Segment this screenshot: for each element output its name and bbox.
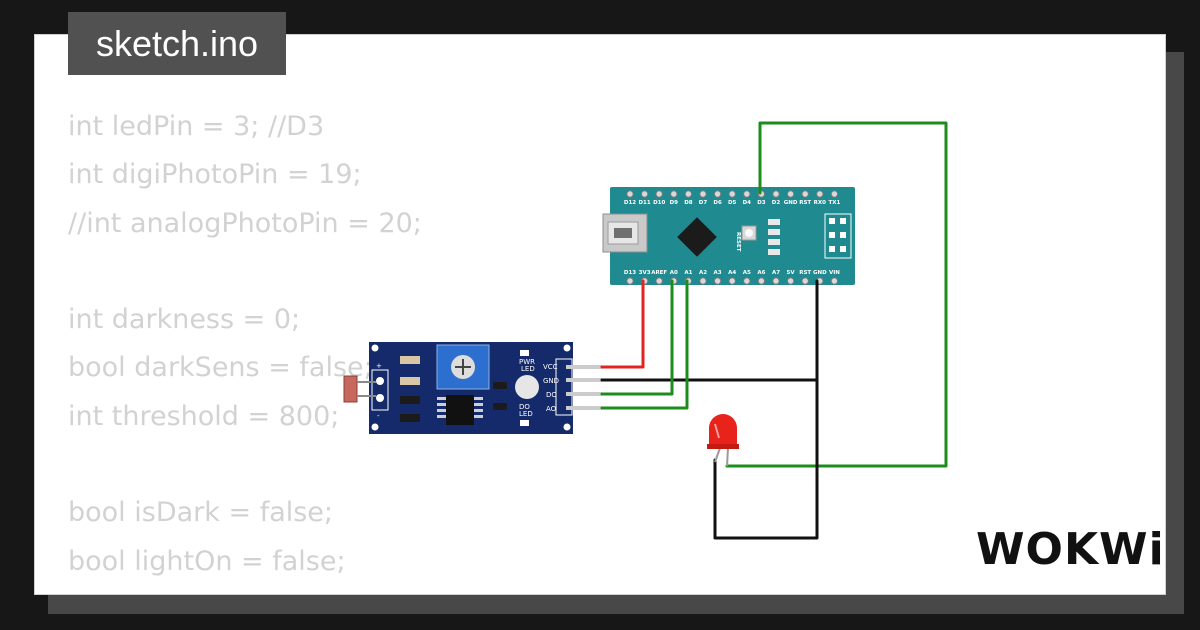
pwr-led-label: PWR <box>519 358 535 366</box>
preview-card <box>34 34 1166 595</box>
pin-label: D9 <box>670 200 679 206</box>
code-line: int darkness = 0; <box>68 304 301 336</box>
pin-hole[interactable] <box>626 190 634 198</box>
pin-label: RST <box>799 270 811 276</box>
red-led[interactable] <box>707 414 739 467</box>
code-snippet: int ledPin = 3; //D3 int digiPhotoPin = 1… <box>68 103 422 586</box>
pin-label: D8 <box>684 200 693 206</box>
do-led-label: DO <box>519 403 530 411</box>
pin-hole[interactable] <box>743 190 751 198</box>
pin-hole[interactable] <box>670 190 678 198</box>
pin-label-vcc: VCC <box>543 363 558 371</box>
code-line: bool darkSens = false; <box>68 352 373 384</box>
pin-hole[interactable] <box>830 277 839 285</box>
pin-label: AREF <box>651 270 667 276</box>
code-line: //int analogPhotoPin = 20; <box>68 207 422 239</box>
pin-hole[interactable] <box>830 190 839 198</box>
pin-hole[interactable] <box>684 190 693 198</box>
pin-hole[interactable] <box>801 277 809 285</box>
pin-label: RX0 <box>814 200 826 206</box>
code-line: int threshold = 800; <box>68 400 340 432</box>
pin-label: D4 <box>743 200 752 206</box>
pin-hole[interactable] <box>772 277 780 285</box>
pin-label: A3 <box>714 270 722 276</box>
wire-do[interactable] <box>600 279 674 396</box>
wire-led-d3[interactable] <box>725 121 948 468</box>
pin-label-ao: AO <box>546 405 557 413</box>
pin-hole[interactable] <box>728 277 736 285</box>
pin-label: A0 <box>670 270 678 276</box>
pin-label-gnd: GND <box>543 377 559 385</box>
pwr-led-label-2: LED <box>521 365 535 373</box>
pin-label: VIN <box>829 270 840 276</box>
pin-hole[interactable] <box>786 190 795 198</box>
pin-hole[interactable] <box>699 277 707 285</box>
wire-gnd-sensor[interactable] <box>600 279 819 382</box>
pin-label: A4 <box>728 270 736 276</box>
pin-label: D12 <box>624 200 636 206</box>
code-line: bool lightOn = false; <box>68 545 346 577</box>
wokwi-logo: WOKWi <box>976 524 1165 575</box>
pin-hole[interactable] <box>801 190 809 198</box>
pin-label: RST <box>799 200 811 206</box>
code-line: int ledPin = 3; //D3 <box>68 111 325 142</box>
wire-vcc[interactable] <box>600 279 645 369</box>
pin-label: GND <box>784 200 798 206</box>
pin-label: D7 <box>699 200 708 206</box>
pin-label: D6 <box>713 200 722 206</box>
pin-label: A6 <box>757 270 765 276</box>
pin-label: A5 <box>743 270 751 276</box>
reset-label: RESET <box>735 232 741 252</box>
pin-hole[interactable] <box>772 190 780 198</box>
pin-label: 3V3 <box>639 270 651 276</box>
pin-hole[interactable] <box>816 190 824 198</box>
pin-label-do: DO <box>546 391 557 399</box>
pin-label: 5V <box>787 270 796 276</box>
pin-hole[interactable] <box>728 190 736 198</box>
code-line: bool isDark = false; <box>68 497 334 529</box>
pin-label: TX1 <box>828 200 840 206</box>
pin-hole[interactable] <box>743 277 751 285</box>
pin-label: D3 <box>757 200 766 206</box>
pin-hole[interactable] <box>626 277 634 285</box>
wire-led-gnd[interactable] <box>713 378 819 540</box>
sketch-title-tab[interactable]: sketch.ino <box>68 12 286 75</box>
pin-label: D11 <box>638 200 650 206</box>
pin-hole[interactable] <box>699 190 707 198</box>
pin-hole[interactable] <box>655 190 663 198</box>
pin-label: D2 <box>772 200 781 206</box>
pin-label: A1 <box>684 270 692 276</box>
photoresistor[interactable] <box>343 375 358 403</box>
do-led-label-2: LED <box>519 410 533 418</box>
minus-label: - <box>377 412 380 420</box>
light-sensor-module[interactable]: PWR LED DO LED + - VCC GND DO AO <box>343 342 602 434</box>
pin-hole[interactable] <box>713 277 722 285</box>
pin-hole[interactable] <box>757 277 766 285</box>
pin-hole[interactable] <box>655 277 663 285</box>
code-line: int digiPhotoPin = 19; <box>68 159 362 191</box>
pin-label: D5 <box>728 200 737 206</box>
pin-label: A7 <box>772 270 780 276</box>
pin-label: A2 <box>699 270 707 276</box>
pin-label: D13 <box>624 270 636 276</box>
pin-hole[interactable] <box>640 190 649 198</box>
pin-label: D10 <box>653 200 665 206</box>
plus-label: + <box>376 362 382 370</box>
pin-hole[interactable] <box>713 190 722 198</box>
pin-hole[interactable] <box>786 277 795 285</box>
pin-label: GND <box>813 270 827 276</box>
wire-ao[interactable] <box>600 279 689 410</box>
